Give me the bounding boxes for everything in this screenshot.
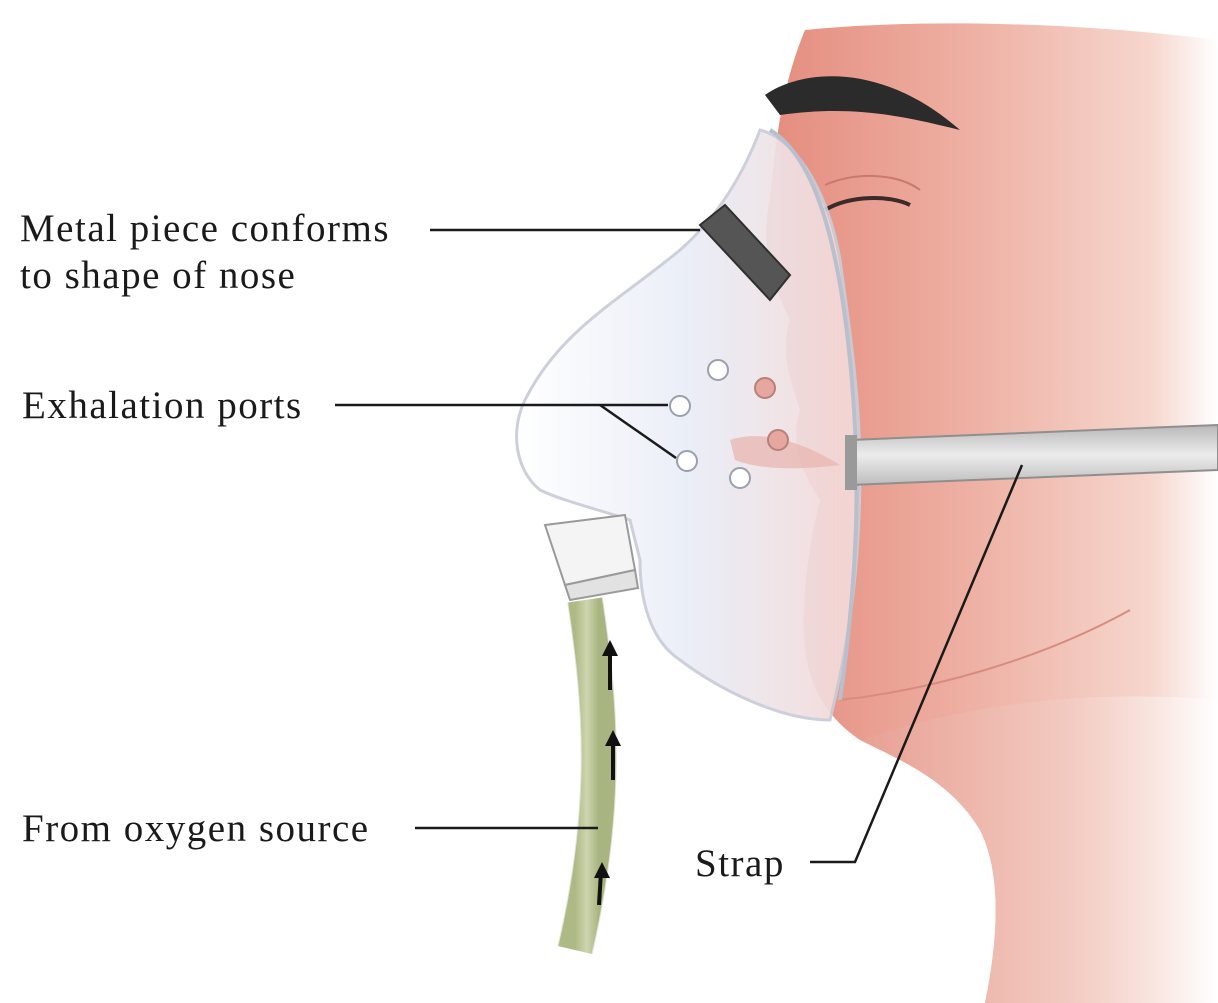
exhalation-port bbox=[755, 378, 775, 398]
exhalation-port bbox=[768, 430, 788, 450]
exhalation-port bbox=[677, 451, 697, 471]
strap-clip bbox=[845, 435, 857, 490]
label-oxygen-source: From oxygen source bbox=[22, 805, 370, 852]
exhalation-port bbox=[730, 468, 750, 488]
mask-body bbox=[517, 130, 860, 720]
label-metal-piece-line2: to shape of nose bbox=[20, 252, 390, 299]
label-metal-piece-line1: Metal piece conforms bbox=[20, 205, 390, 252]
label-exhalation-ports: Exhalation ports bbox=[22, 382, 303, 429]
exhalation-port bbox=[670, 396, 690, 416]
label-metal-piece: Metal piece conforms to shape of nose bbox=[20, 205, 390, 299]
neck-shape bbox=[860, 696, 1218, 1003]
oxygen-tube-outline bbox=[575, 600, 599, 950]
label-strap: Strap bbox=[695, 840, 785, 887]
exhalation-port bbox=[708, 360, 728, 380]
